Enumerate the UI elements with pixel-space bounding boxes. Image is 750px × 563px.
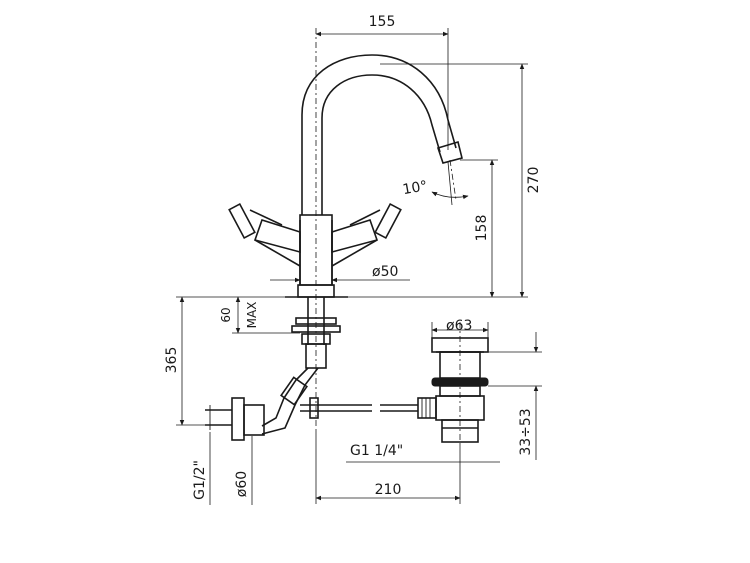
- waste-drain: [417, 322, 489, 445]
- dim-33-53-label: 33÷53: [518, 408, 534, 455]
- dim-270-label: 270: [526, 167, 542, 194]
- dim-supply-diameter: ø60: [234, 436, 253, 505]
- spout: [301, 54, 463, 215]
- supply-hose: [205, 367, 319, 441]
- left-handle: [228, 202, 301, 267]
- dim-63-label: ø63: [446, 318, 472, 334]
- dim-155-label: 155: [369, 14, 396, 30]
- dim-waste-diameter: ø63: [431, 318, 489, 338]
- right-handle: [331, 202, 402, 267]
- dim-supply-length: 365: [164, 296, 232, 426]
- dim-body-diameter: ø50: [270, 264, 410, 283]
- dim-365-label: 365: [164, 347, 180, 374]
- dim-tail-length: 210: [315, 430, 461, 504]
- dim-g114-label: G1 1/4": [350, 443, 403, 459]
- dim-g12-label: G1/2": [192, 460, 208, 500]
- dim-158-label: 158: [474, 215, 490, 242]
- dim-max-deck: 60 MAX: [219, 296, 310, 334]
- dim-60-diam-label: ø60: [234, 471, 250, 497]
- mounting-shank: [291, 297, 341, 369]
- dim-supply-thread: G1/2": [192, 432, 211, 505]
- dim-max-label: MAX: [245, 302, 259, 329]
- dim-angle-label: 10°: [401, 178, 428, 198]
- dim-total-height: 270: [380, 63, 542, 298]
- dim-60-label: 60: [219, 307, 233, 322]
- dim-spout-reach: 155: [315, 14, 449, 150]
- pop-up-rod: [300, 397, 418, 419]
- dim-spout-angle: 10°: [401, 161, 469, 206]
- dim-210-label: 210: [375, 482, 402, 498]
- dim-waste-range: 33÷53: [488, 332, 542, 460]
- dim-waste-thread: G1 1/4": [346, 443, 500, 463]
- dim-50-label: ø50: [372, 264, 398, 280]
- dim-spout-height: 158: [336, 159, 528, 298]
